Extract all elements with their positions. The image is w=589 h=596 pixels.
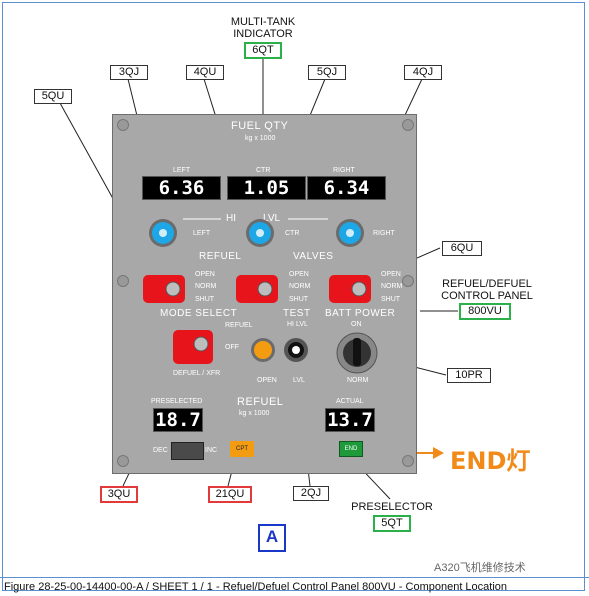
valve-right-open: OPEN	[381, 271, 401, 278]
center-tank-label: CTR	[256, 167, 271, 174]
hi-lvl-ctr-label: CTR	[285, 230, 300, 237]
preselector-title: PRESELECTOR	[351, 501, 433, 513]
test-open-label: OPEN	[257, 377, 277, 384]
panel-title: REFUEL/DEFUEL CONTROL PANEL	[432, 278, 542, 302]
mode-off-label: OFF	[225, 344, 239, 351]
right-hi-lvl-light-icon	[336, 219, 364, 247]
valve-ctr-open: OPEN	[289, 271, 309, 278]
view-letter-box: A	[258, 524, 286, 552]
center-hi-lvl-light-icon	[246, 219, 274, 247]
figure-caption: Figure 28-25-00-14400-00-A / SHEET 1 / 1…	[0, 577, 589, 595]
hi-lvl-right-label: RIGHT	[373, 230, 395, 237]
callout-6qt: 6QT	[244, 42, 282, 59]
right-refuel-valve-switch-icon[interactable]	[329, 275, 371, 303]
batt-power-title: BATT POWER	[325, 308, 396, 319]
multi-tank-title: MULTI-TANK INDICATOR	[218, 16, 308, 40]
callout-5qj: 5QJ	[308, 65, 346, 80]
cpt-button[interactable]: CPT	[230, 441, 254, 457]
callout-3qj: 3QJ	[110, 65, 148, 80]
callout-10pr: 10PR	[447, 368, 491, 383]
screw	[402, 455, 414, 467]
callout-3qu: 3QU	[100, 486, 138, 503]
preselect-unit: kg x 1000	[239, 410, 270, 417]
callout-800vu: 800VU	[459, 303, 511, 320]
test-open-light-icon[interactable]	[251, 338, 275, 362]
fuel-qty-unit: kg x 1000	[245, 135, 276, 142]
callout-4qu: 4QU	[186, 65, 224, 80]
screw	[117, 119, 129, 131]
inc-label: INC	[205, 447, 218, 454]
multi-tank-title-line1: MULTI-TANK	[230, 16, 296, 28]
hi-lvl-lights	[149, 218, 364, 247]
preselector-rocker-switch[interactable]	[171, 442, 204, 460]
multi-tank-title-line2: INDICATOR	[233, 28, 293, 40]
left-tank-label: LEFT	[173, 167, 191, 174]
preselected-label: PRESELECTED	[151, 398, 203, 405]
preselected-display: 18.7	[153, 408, 203, 432]
batt-norm-label: NORM	[347, 377, 369, 384]
panel-title-line1: REFUEL/DEFUEL	[442, 278, 532, 290]
callout-5qt: 5QT	[373, 515, 411, 532]
panel-title-line2: CONTROL PANEL	[441, 290, 533, 302]
refuel-valves-title-refuel: REFUEL	[199, 251, 242, 262]
hi-label: HI	[226, 213, 236, 224]
actual-label: ACTUAL	[336, 398, 364, 405]
callout-4qj: 4QJ	[404, 65, 442, 80]
lvl-label: LVL	[263, 213, 281, 224]
batt-power-toggle-icon[interactable]	[336, 332, 378, 374]
center-refuel-valve-switch-icon[interactable]	[236, 275, 278, 303]
callout-6qu: 6QU	[442, 241, 482, 256]
test-lvl-label: LVL	[293, 377, 305, 384]
center-tank-display: 1.05	[227, 176, 306, 200]
watermark: A320飞机维修技术	[434, 562, 526, 574]
left-hi-lvl-light-icon	[149, 219, 177, 247]
mode-refuel-label: REFUEL	[225, 322, 253, 329]
valve-left-open: OPEN	[195, 271, 215, 278]
screw	[117, 455, 129, 467]
screw	[117, 275, 129, 287]
test-lvl-button-icon[interactable]	[284, 338, 308, 362]
mode-select-switch-icon[interactable]	[173, 330, 213, 364]
valve-right-shut: SHUT	[381, 296, 401, 303]
fuel-qty-title: FUEL QTY	[231, 120, 289, 132]
hi-lvl-left-label: LEFT	[193, 230, 211, 237]
test-hi-lvl-label: HI LVL	[287, 321, 308, 328]
valve-ctr-norm: NORM	[289, 283, 311, 290]
right-tank-label: RIGHT	[333, 167, 355, 174]
left-tank-display: 6.36	[142, 176, 221, 200]
mode-test-batt-controls	[173, 330, 378, 374]
refuel-valve-switches	[143, 275, 371, 303]
mode-select-title: MODE SELECT	[160, 308, 238, 319]
left-refuel-valve-switch-icon[interactable]	[143, 275, 185, 303]
valve-ctr-shut: SHUT	[289, 296, 309, 303]
screw	[402, 275, 414, 287]
refuel-valves-title-valves: VALVES	[293, 251, 334, 262]
end-light: END	[339, 441, 363, 457]
test-title: TEST	[283, 308, 311, 319]
figure-frame	[2, 2, 585, 591]
valve-right-norm: NORM	[381, 283, 403, 290]
batt-on-label: ON	[351, 321, 362, 328]
valve-left-norm: NORM	[195, 283, 217, 290]
refuel-defuel-control-panel: FUEL QTY kg x 1000 LEFT CTR RIGHT 6.36 1…	[112, 114, 417, 474]
right-tank-display: 6.34	[307, 176, 386, 200]
preselect-refuel-title: REFUEL	[237, 396, 284, 408]
end-light-annotation: END灯	[450, 447, 531, 475]
actual-display: 13.7	[325, 408, 375, 432]
dec-label: DEC	[153, 447, 168, 454]
callout-2qj: 2QJ	[293, 486, 329, 501]
screw	[402, 119, 414, 131]
callout-5qu: 5QU	[34, 89, 72, 104]
valve-left-shut: SHUT	[195, 296, 215, 303]
callout-21qu: 21QU	[208, 486, 252, 503]
mode-defuel-label: DEFUEL / XFR	[173, 370, 221, 377]
